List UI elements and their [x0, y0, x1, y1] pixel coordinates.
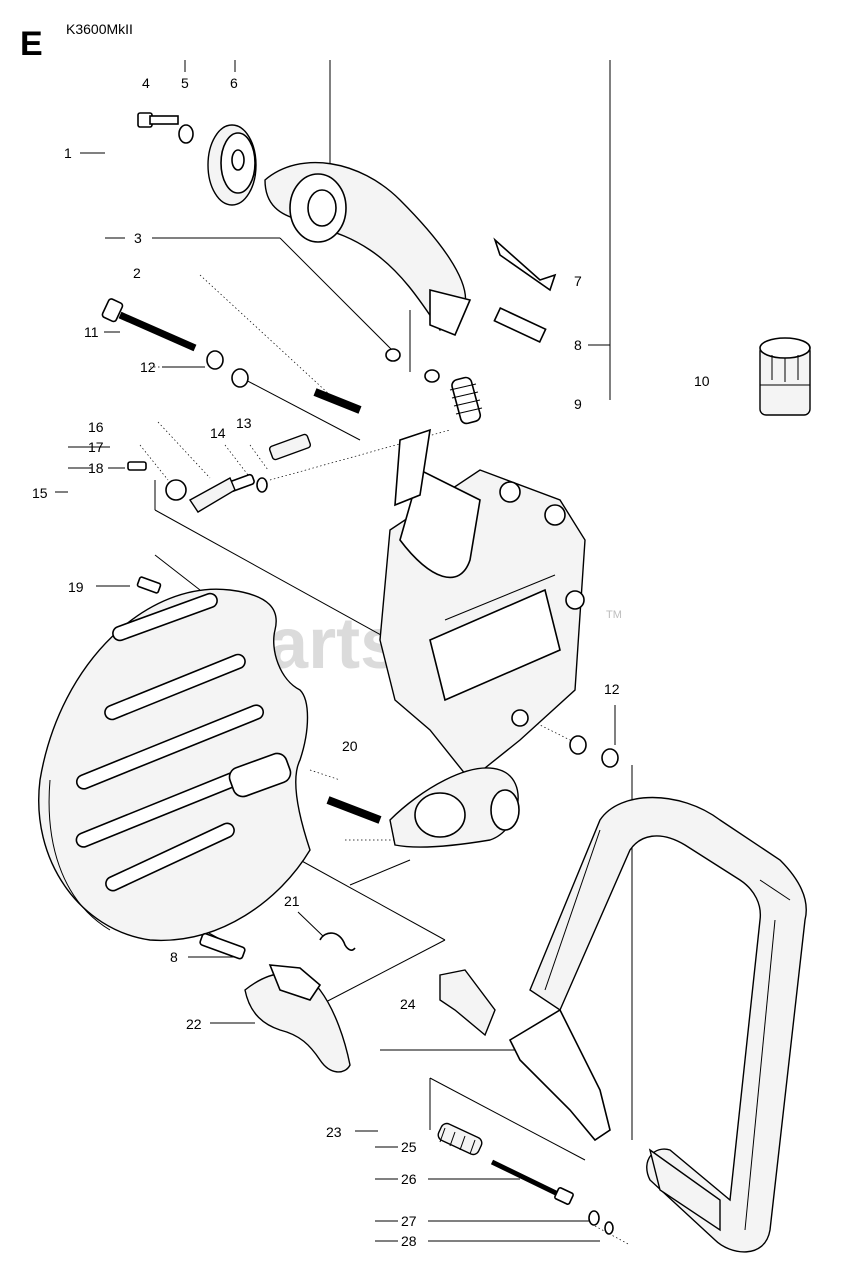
callout-20: 20 — [342, 738, 358, 754]
callout-5: 5 — [181, 75, 189, 91]
leader-lines — [55, 60, 633, 1246]
knurled-pin-part-13 — [268, 433, 312, 461]
pin-part-8-bottom — [199, 932, 246, 960]
screw-part-19 — [136, 576, 162, 594]
callout-23: 23 — [326, 1124, 342, 1140]
spring-part-21 — [319, 932, 356, 951]
callout-25: 25 — [401, 1139, 417, 1155]
callout-4: 4 — [142, 75, 150, 91]
rod-part-26 — [490, 1159, 574, 1205]
callout-14: 14 — [210, 425, 226, 441]
callout-12-right: 12 — [604, 681, 620, 697]
callout-10: 10 — [694, 373, 710, 389]
spring-part-top — [449, 376, 483, 425]
watermark-trademark: TM — [606, 609, 622, 621]
callout-11: 11 — [84, 324, 99, 340]
oring-part-3 — [385, 348, 401, 362]
blade-guard-part-20 — [38, 588, 311, 942]
bolt-part-20b — [326, 796, 382, 824]
callout-7: 7 — [574, 273, 582, 289]
section-letter: E — [20, 25, 43, 63]
callout-8-top: 8 — [574, 337, 582, 353]
callout-3: 3 — [134, 230, 142, 246]
washer-part-12c — [569, 735, 587, 755]
long-bolt-part-11 — [101, 298, 197, 352]
model-name: K3600MkII — [66, 21, 133, 37]
bolt-part-2 — [313, 388, 362, 414]
spring-part-25 — [437, 1122, 483, 1156]
callout-2: 2 — [133, 265, 141, 281]
callout-13: 13 — [236, 415, 252, 431]
callout-15: 15 — [32, 485, 48, 501]
front-handle-part-23 — [508, 796, 807, 1253]
callout-8-bottom: 8 — [170, 949, 178, 965]
callout-28: 28 — [401, 1233, 417, 1249]
washer-part-12b — [231, 368, 249, 388]
callout-17: 17 — [88, 439, 104, 455]
washer-part-5 — [178, 124, 194, 144]
lever-part-16 — [127, 461, 236, 513]
washer-part-12d — [601, 748, 619, 768]
nut-part-10 — [759, 337, 811, 416]
oring-part-3b — [424, 369, 440, 383]
callout-12-left: 12 — [140, 359, 156, 375]
washer-part-28 — [604, 1221, 614, 1235]
pulley-part-6 — [207, 124, 257, 206]
callout-9: 9 — [574, 396, 582, 412]
callout-26: 26 — [401, 1171, 417, 1187]
callout-24: 24 — [400, 996, 416, 1012]
bracket-part-7 — [493, 237, 557, 292]
callout-16: 16 — [88, 419, 104, 435]
callout-1: 1 — [64, 145, 72, 161]
pin-part-8-top — [493, 307, 547, 343]
callout-21: 21 — [284, 893, 300, 909]
guard-arm-part-1 — [264, 161, 472, 337]
washer-part-27 — [588, 1210, 600, 1226]
callout-19: 19 — [68, 579, 84, 595]
guard-housing-lower — [389, 767, 520, 848]
callout-22: 22 — [186, 1016, 202, 1032]
callout-18: 18 — [88, 460, 104, 476]
washer-part-12a — [206, 350, 224, 370]
callout-27: 27 — [401, 1213, 417, 1229]
bolt-part-4 — [137, 112, 179, 128]
callout-6: 6 — [230, 75, 238, 91]
trigger-part-24 — [439, 969, 496, 1037]
guard-housing — [379, 428, 586, 781]
callout-labels: 1 2 3 4 5 6 7 8 8 9 10 11 12 12 13 14 15… — [32, 75, 710, 1249]
lever-part-22 — [244, 964, 351, 1073]
